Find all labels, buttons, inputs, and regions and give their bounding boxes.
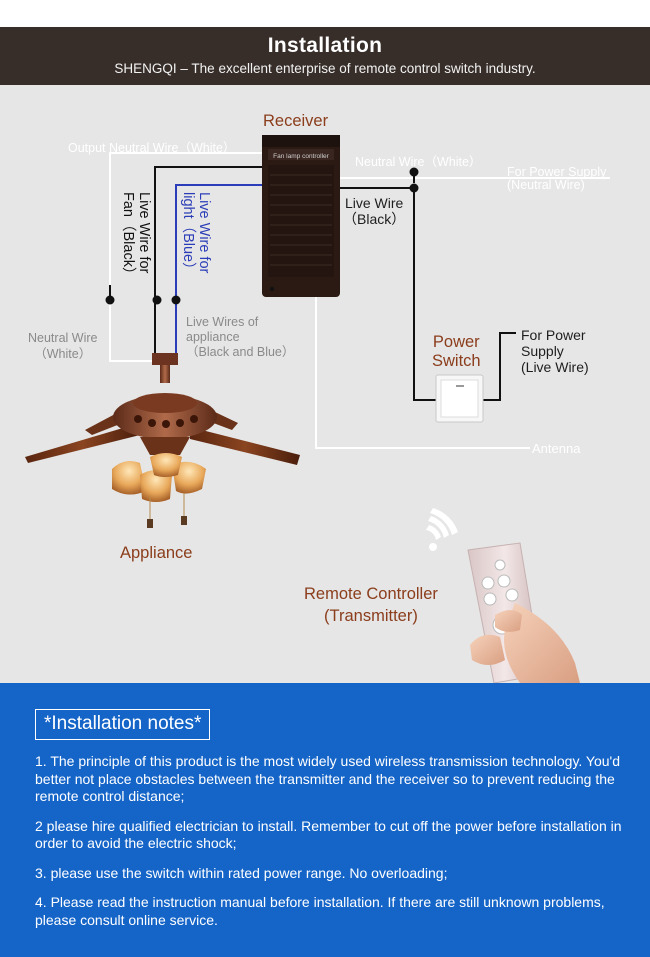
header-banner: Installation SHENGQI – The excellent ent… bbox=[0, 27, 650, 85]
notes-title: *Installation notes* bbox=[35, 709, 211, 740]
receiver-screen-text: Fan lamp controller bbox=[273, 153, 329, 160]
wiring-diagram: Fan lamp controller bbox=[0, 85, 650, 683]
receiver-label: Receiver bbox=[263, 112, 329, 130]
note-item: 2 please hire qualified electrician to i… bbox=[35, 817, 622, 852]
output-neutral-label: Output Neutral Wire（White） bbox=[68, 141, 236, 155]
notes-list: 1. The principle of this product is the … bbox=[35, 753, 635, 941]
remote-controller-label: Remote Controller (Transmitter) bbox=[304, 585, 438, 625]
live-wire-fan-label: Live Wire for Fan（Black） bbox=[120, 192, 152, 282]
note-item: 4. Please read the instruction manual be… bbox=[35, 894, 605, 928]
power-switch-label: Power Switch bbox=[432, 333, 481, 370]
installation-notes: *Installation notes* 1. The principle of… bbox=[0, 683, 650, 957]
page-title: Installation bbox=[267, 34, 383, 57]
wiring-svg: Fan lamp controller bbox=[25, 135, 610, 683]
page-subtitle: SHENGQI – The excellent enterprise of re… bbox=[114, 61, 536, 76]
power-supply-neutral-label: For Power Supply (Neutral Wire) bbox=[507, 165, 607, 192]
live-wire-black-label: Live Wire （Black） bbox=[343, 195, 406, 227]
note-item: 3. please use the switch within rated po… bbox=[35, 864, 448, 881]
live-wire-light-label: Live Wire for light（Blue） bbox=[180, 192, 212, 277]
neutral-wire-top-label: Neutral Wire（White） bbox=[355, 155, 482, 169]
power-switch-icon bbox=[435, 374, 484, 423]
junction-dots bbox=[105, 167, 419, 305]
neutral-wires bbox=[109, 152, 610, 449]
power-supply-live-label: For Power Supply (Live Wire) bbox=[521, 327, 589, 375]
remote-controller-icon bbox=[467, 542, 580, 683]
receiver-box: Fan lamp controller bbox=[262, 135, 340, 297]
ceiling-fan-icon bbox=[25, 353, 300, 528]
antenna-label: Antenna bbox=[532, 441, 581, 456]
neutral-wire-left-label: Neutral Wire （White） bbox=[28, 331, 98, 361]
appliance-label: Appliance bbox=[120, 544, 193, 562]
wireless-signal-icon bbox=[426, 508, 458, 551]
live-wires-appliance-label: Live Wires of appliance （Black and Blue） bbox=[186, 315, 295, 359]
note-item: 1. The principle of this product is the … bbox=[35, 753, 621, 804]
